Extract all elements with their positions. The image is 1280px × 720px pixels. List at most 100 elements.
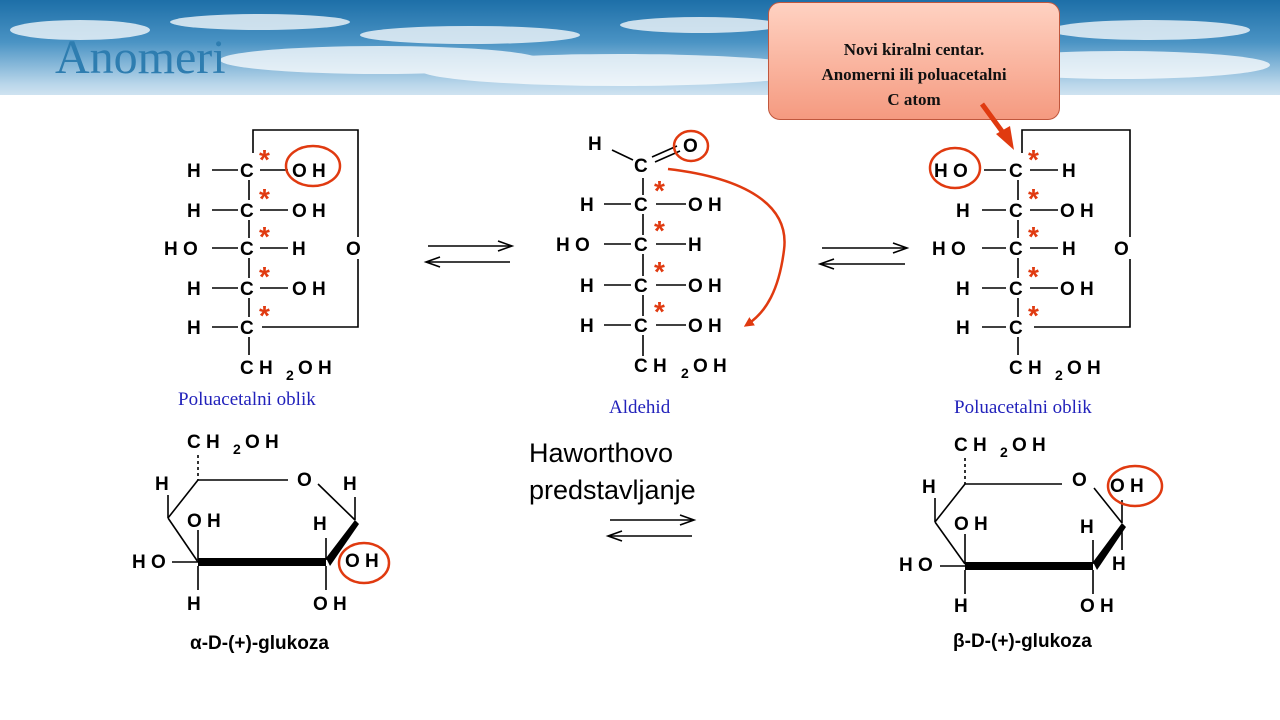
atom-c: C	[1009, 161, 1023, 182]
atom-h: H	[580, 195, 594, 216]
atom-c: C	[240, 279, 254, 300]
middle-caption: Aldehid	[609, 397, 671, 418]
atom-c: C	[240, 318, 254, 339]
ring-oxygen: O	[1114, 239, 1129, 260]
atom-c: C	[240, 239, 254, 260]
subscript-2: 2	[681, 365, 689, 381]
atom-c: C	[1009, 201, 1023, 222]
callout-line-2: Anomerni ili poluacetalni	[821, 65, 1007, 84]
atom-oh: O H	[954, 514, 988, 535]
atom-ch: C H	[634, 356, 667, 377]
highlight-circle	[337, 541, 391, 585]
small-caps-d: D	[208, 633, 222, 654]
atom-oh: O H	[1080, 596, 1114, 617]
subscript-2: 2	[1000, 444, 1008, 460]
atom-h: H	[956, 318, 970, 339]
atom-h: H	[343, 474, 357, 495]
beta-symbol: β	[953, 631, 965, 652]
ring-oxygen: O	[1072, 470, 1087, 491]
beta-glucose-name: -(+)-glukoza	[985, 631, 1093, 652]
chiral-star: *	[259, 144, 270, 175]
highlight-circle	[1106, 464, 1164, 508]
atom-ch: C H	[1009, 358, 1042, 379]
callout-pointer-arrow	[979, 102, 1007, 136]
atom-h: H	[1080, 517, 1094, 538]
dash: -	[965, 631, 971, 652]
atom-oh: O H	[292, 161, 326, 182]
atom-oh: O H	[688, 316, 722, 337]
atom-ho: H O	[132, 552, 166, 573]
atom-h: H	[588, 134, 602, 155]
atom-h: H	[580, 316, 594, 337]
atom-oh: O H	[298, 358, 332, 379]
atom-ch: C H	[240, 358, 273, 379]
callout-box: Novi kiralni centar. Anomerni ili poluac…	[768, 2, 1060, 120]
atom-oh: O H	[292, 279, 326, 300]
carbonyl-oxygen: O	[683, 136, 698, 157]
svg-text:β-D-(+)-glukoza: β-D-(+)-glukoza	[953, 631, 1092, 652]
haworth-label-group: Haworthovo predstavljanje	[529, 438, 697, 542]
atom-oh: O H	[292, 201, 326, 222]
atom-ho: H O	[164, 239, 198, 260]
atom-oh: O H	[1012, 435, 1046, 456]
chiral-star: *	[1028, 300, 1039, 331]
atom-ho: H O	[556, 235, 590, 256]
atom-h: H	[187, 279, 201, 300]
atom-oh: O H	[313, 594, 347, 615]
atom-c: C	[1009, 279, 1023, 300]
ring-oxygen: O	[346, 239, 361, 260]
equilibrium-arrows-right	[817, 242, 910, 270]
atom-h: H	[292, 239, 306, 260]
atom-h: H	[187, 594, 201, 615]
callout-line-1: Novi kiralni centar.	[843, 40, 985, 59]
equilibrium-arrows-left	[423, 240, 515, 268]
chiral-star: *	[1028, 221, 1039, 252]
highlight-circle	[672, 129, 710, 163]
atom-h: H	[1062, 239, 1076, 260]
atom-oh: O H	[688, 195, 722, 216]
alpha-glucose-name: -(+)-glukoza	[222, 633, 330, 654]
atom-oh: O H	[1060, 201, 1094, 222]
atom-c: C	[634, 235, 648, 256]
atom-h: H	[1062, 161, 1076, 182]
small-caps-d: D	[971, 631, 985, 652]
ring-oxygen: O	[297, 470, 312, 491]
atom-h: H	[954, 596, 968, 617]
atom-h: H	[956, 201, 970, 222]
atom-h: H	[187, 318, 201, 339]
atom-ho: H O	[934, 161, 968, 182]
atom-c: C	[240, 161, 254, 182]
chiral-star: *	[1028, 261, 1039, 292]
atom-c: C	[240, 201, 254, 222]
atom-oh: O H	[245, 432, 279, 453]
chiral-star: *	[654, 296, 665, 327]
svg-text:α-D-(+)-glukoza: α-D-(+)-glukoza	[190, 633, 329, 654]
haworth-label-line-1: Haworthovo	[529, 438, 673, 468]
beta-haworth-structure: C H 2 O H O H O H O H H H O H H O H β-D-…	[899, 435, 1164, 652]
chiral-star: *	[259, 183, 270, 214]
atom-oh: O H	[1110, 476, 1144, 497]
atom-h: H	[155, 474, 169, 495]
subscript-2: 2	[1055, 367, 1063, 383]
subscript-2: 2	[233, 441, 241, 457]
atom-ho: H O	[932, 239, 966, 260]
atom-oh: O H	[1067, 358, 1101, 379]
atom-ch: C H	[954, 435, 987, 456]
chiral-star: *	[259, 300, 270, 331]
atom-c: C	[1009, 318, 1023, 339]
atom-h: H	[580, 276, 594, 297]
right-fischer-structure: H O H H O H H C C C C C H O H H O H O * …	[928, 102, 1131, 418]
atom-h: H	[956, 279, 970, 300]
atom-oh: O H	[1060, 279, 1094, 300]
chiral-star: *	[654, 215, 665, 246]
left-caption: Poluacetalni oblik	[178, 389, 316, 410]
atom-c: C	[634, 276, 648, 297]
highlight-circle	[284, 144, 342, 188]
atom-oh: O H	[187, 511, 221, 532]
atom-oh: O H	[345, 551, 379, 572]
callout-pointer-head	[996, 126, 1014, 150]
highlight-circle	[928, 146, 982, 190]
atom-h: H	[313, 514, 327, 535]
slide-title: Anomeri	[55, 31, 226, 84]
